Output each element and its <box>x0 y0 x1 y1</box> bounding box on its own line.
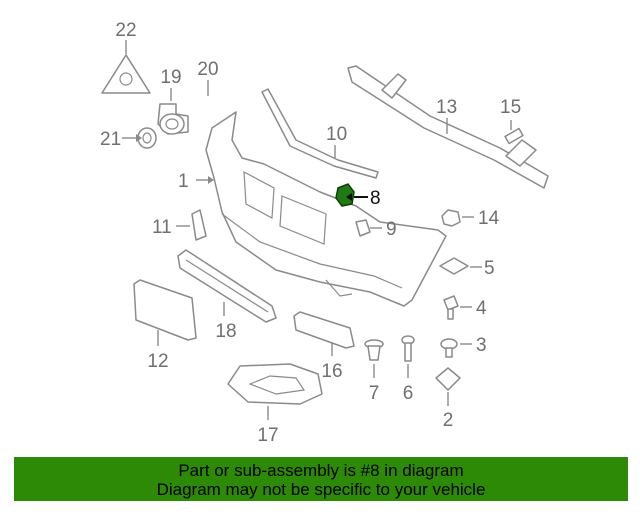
part-7-push-clip <box>364 339 384 378</box>
callout-11: 11 <box>152 217 172 238</box>
part-14-nut <box>441 209 474 227</box>
part-19-park-sensor <box>157 88 189 135</box>
part-15-bolt <box>504 120 524 145</box>
part-22-warning-label <box>101 40 151 94</box>
part-6-pin <box>401 335 415 378</box>
callout-20: 20 <box>197 59 218 80</box>
part-8-clip-highlighted <box>335 183 368 207</box>
callout-7: 7 <box>369 383 380 404</box>
part-9-clip <box>355 219 382 237</box>
callout-4: 4 <box>476 298 487 319</box>
callout-18: 18 <box>215 321 236 342</box>
part-16-grille-trim <box>293 311 355 356</box>
part-4-bolt <box>443 295 472 320</box>
callout-1: 1 <box>178 171 189 192</box>
callout-8: 8 <box>370 188 381 209</box>
callout-12: 12 <box>147 351 168 372</box>
callout-13: 13 <box>436 97 457 118</box>
info-banner: Part or sub-assembly is #8 in diagram Di… <box>14 457 628 501</box>
callout-3: 3 <box>476 335 487 356</box>
callout-17: 17 <box>257 425 278 446</box>
callout-6: 6 <box>403 383 414 404</box>
callout-21: 21 <box>100 129 121 150</box>
callout-2: 2 <box>443 410 454 431</box>
callout-15: 15 <box>500 97 521 118</box>
callout-10: 10 <box>326 124 347 145</box>
part-12-plate-bracket <box>133 279 197 346</box>
part-3-screw <box>440 338 472 358</box>
callout-19: 19 <box>160 67 181 88</box>
part-5-clip-nut <box>439 257 482 275</box>
banner-line-2: Diagram may not be specific to your vehi… <box>156 480 486 499</box>
callout-22: 22 <box>115 20 136 41</box>
callout-14: 14 <box>478 208 500 229</box>
parts-diagram: 22 19 20 21 10 13 15 1 8 9 11 14 5 4 3 2… <box>100 20 549 446</box>
part-11-reflector <box>176 209 207 241</box>
part-10-trim-strip <box>261 88 379 179</box>
callout-5: 5 <box>484 258 495 279</box>
part-18-grille-strip <box>177 249 277 323</box>
part-1-bumper-cover <box>196 111 447 307</box>
banner-line-1: Part or sub-assembly is #8 in diagram <box>178 461 464 480</box>
part-2-clip <box>435 367 461 406</box>
callout-9: 9 <box>386 219 397 240</box>
part-17-lower-grille <box>227 363 323 420</box>
callout-16: 16 <box>321 361 342 382</box>
part-21-sensor-ring <box>122 127 157 149</box>
part-13-impact-bar <box>347 65 549 189</box>
